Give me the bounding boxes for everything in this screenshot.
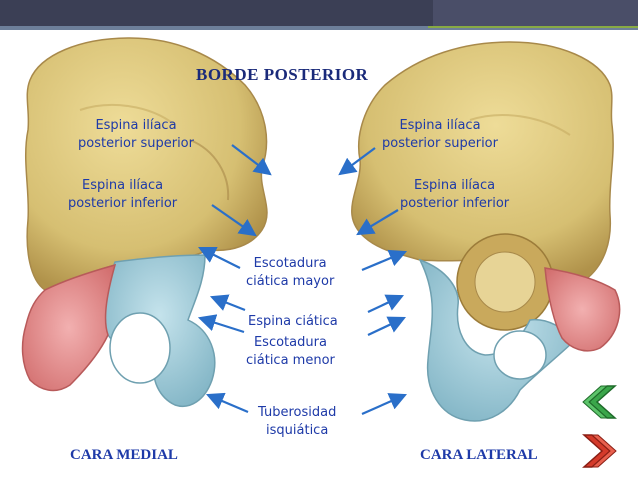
left-pubis: [21, 263, 117, 392]
right-hip-bone: [351, 41, 621, 422]
arrow-tuber-left: [205, 392, 249, 414]
label-escotadura-mayor: Escotadura ciática mayor: [246, 255, 334, 291]
left-hip-bone: [21, 37, 268, 407]
arrow-esc-mayor-right: [361, 249, 408, 272]
top-bar-strip: [0, 26, 638, 30]
label-line: Espina ilíaca: [399, 118, 481, 133]
pointer-arrows: [197, 144, 408, 416]
right-ischium: [418, 258, 577, 422]
label-spina-sup-left: Espina ilíaca posterior superior: [78, 117, 194, 153]
top-bar-green-line: [428, 26, 638, 28]
label-line: Espina ilíaca: [95, 118, 177, 133]
arrow-espina-right-1: [367, 294, 404, 313]
arrow-spina-sup-left: [231, 144, 272, 176]
arrow-spina-sup-right: [338, 147, 376, 176]
label-tuberosidad: Tuberosidad isquiática: [258, 404, 336, 440]
label-spina-sup-right: Espina ilíaca posterior superior: [382, 117, 498, 153]
label-line: Tuberosidad: [258, 405, 337, 420]
label-line: ciática mayor: [246, 274, 335, 289]
slide-top-bar: [0, 0, 638, 30]
label-line: Espina ilíaca: [82, 178, 164, 193]
label-line: posterior inferior: [400, 196, 510, 211]
top-bar-accent: [433, 0, 638, 26]
slide-title: BORDE POSTERIOR: [196, 65, 369, 84]
left-obturator-foramen: [109, 312, 171, 384]
arrow-espina-left-1: [209, 294, 246, 312]
arrow-esc-menor-left: [197, 314, 245, 334]
arrow-spina-inf-right: [356, 209, 399, 236]
label-line: Escotadura: [253, 256, 327, 271]
label-line: posterior inferior: [68, 196, 178, 211]
label-line: posterior superior: [382, 136, 498, 151]
label-line: Escotadura: [253, 335, 327, 350]
label-line: Espina ciática: [248, 314, 338, 329]
label-line: isquiática: [266, 423, 329, 438]
arrow-esc-mayor-left: [198, 247, 241, 269]
label-line: Espina ilíaca: [414, 178, 496, 193]
label-spina-inf-left: Espina ilíaca posterior inferior: [68, 177, 177, 213]
right-pubis: [544, 267, 621, 352]
label-escotadura-menor: Escotadura ciática menor: [246, 334, 335, 370]
arrow-tuber-right: [361, 393, 408, 416]
label-line: posterior superior: [78, 136, 194, 151]
right-obturator-foramen: [493, 330, 547, 380]
footer-cara-medial: CARA MEDIAL: [70, 447, 178, 463]
label-espina-ciatica: Espina ciática: [248, 313, 338, 331]
chevron-right-icon[interactable]: [582, 432, 620, 470]
footer-cara-lateral: CARA LATERAL: [420, 447, 538, 463]
label-line: ciática menor: [246, 353, 335, 368]
arrow-spina-inf-left: [211, 204, 257, 237]
left-ilium: [24, 37, 268, 291]
arrow-esc-menor-right: [367, 316, 406, 336]
label-spina-inf-right: Espina ilíaca posterior inferior: [400, 177, 509, 213]
chevron-left-icon[interactable]: [579, 383, 617, 421]
